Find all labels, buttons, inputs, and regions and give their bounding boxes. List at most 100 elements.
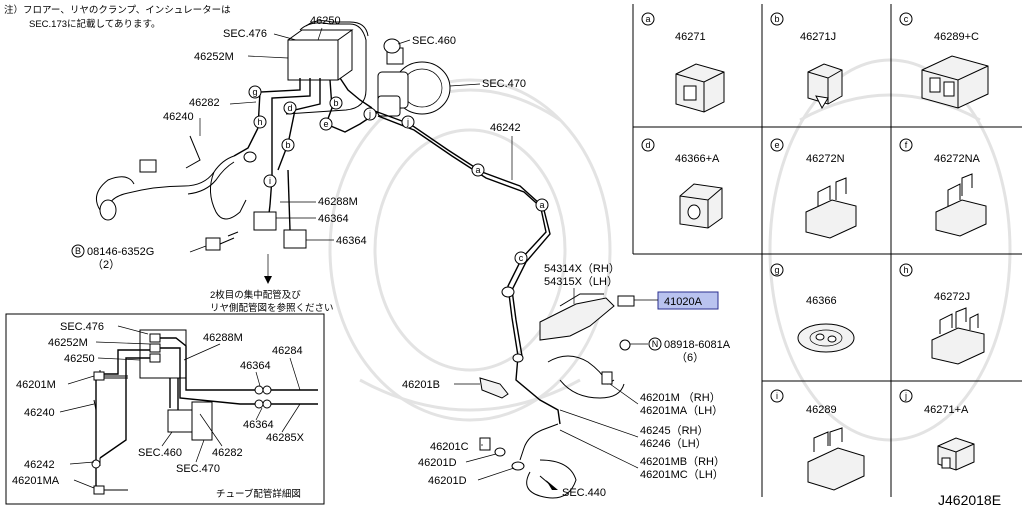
marker-g: g [248,85,262,99]
label-note2-line2: リヤ側配管図を参照ください [210,302,334,314]
svg-text:b: b [285,140,290,150]
label-nut-qty: （6） [676,351,704,364]
label-46364-b: 46364 [336,235,367,247]
grid-cell-f: f 46272NA [899,138,987,237]
clip-46364-b [283,229,307,249]
label-bolt-qty: （2） [92,258,120,271]
svg-text:j: j [368,109,371,119]
clip-46201b [479,377,509,399]
detail-label-sec476: SEC.476 [60,321,104,333]
part-icon-46366a [679,183,723,229]
svg-text:c: c [519,253,524,263]
highlight-41020a[interactable] [657,291,719,310]
marker-d: d [283,101,297,115]
label-sec460: SEC.460 [412,35,456,47]
nut-08918 [619,339,631,351]
main-assembly [95,20,635,499]
grid-part-46271: 46271 [675,31,706,43]
detail-label-46240: 46240 [24,407,55,419]
part-icon-46271 [675,63,725,113]
part-icon-46366 [797,323,855,353]
detail-label-sec460: SEC.460 [138,447,182,459]
label-46240: 46240 [163,111,194,123]
watermark-emblem [328,58,1012,442]
svg-text:i: i [269,176,271,186]
grid-part-46289c: 46289+C [934,31,979,43]
svg-text:d: d [287,103,292,113]
clip-46364-a [253,211,277,231]
svg-text:e: e [323,119,328,129]
detail-caption: チューブ配管詳細図 [216,488,301,500]
label-54315x: 54315X（LH） [544,275,618,288]
svg-text:a: a [645,14,650,24]
svg-text:e: e [774,140,779,150]
svg-text:a: a [475,165,480,175]
detail-label-46282: 46282 [212,447,243,459]
header-note-line1: 注）フロアー、リヤのクランプ、インシュレーターは [4,4,231,16]
label-46201d-a: 46201D [418,457,457,469]
marker-c: c [514,251,528,265]
detail-label-sec470: SEC.470 [176,463,220,475]
grid-cell-a: a 46271 [641,12,725,113]
marker-b1: b [281,138,295,152]
detail-label-46364-b: 46364 [243,419,274,431]
label-46252m: 46252M [194,51,234,63]
svg-text:g: g [774,265,779,275]
parts-grid: a 46271 b 46271J c 46289+C d 46366+A [632,4,1022,497]
svg-text:j: j [904,391,907,401]
svg-text:b: b [774,14,779,24]
marker-j2: j [401,115,415,129]
label-46242: 46242 [490,122,521,134]
svg-text:c: c [904,14,909,24]
label-41020a: 41020A [664,296,703,308]
label-46201m-rh: 46201M （RH） [640,391,721,404]
bracket-54314x [539,297,615,341]
svg-text:g: g [252,87,257,97]
svg-text:i: i [776,391,778,401]
bolt-b-icon [71,244,85,258]
label-46201d-b: 46201D [428,475,467,487]
grid-part-46289: 46289 [806,404,837,416]
grid-cell-b: b 46271J [770,12,843,110]
grid-part-46366: 46366 [806,295,837,307]
abs-actuator [287,39,339,81]
bolt-41020a [617,295,635,307]
label-sec440: SEC.440 [562,487,606,499]
part-icon-46272na [935,199,987,237]
marker-a1: a [471,163,485,177]
label-46250: 46250 [310,15,341,27]
part-icon-46289 [807,447,865,491]
label-46201c: 46201C [430,441,469,453]
label-46201mb: 46201MB（RH） [640,455,725,468]
label-54314x: 54314X（RH） [544,262,620,275]
grid-part-46272j: 46272J [934,291,970,303]
svg-text:h: h [903,265,908,275]
svg-text:N: N [652,339,659,349]
header-note-line2: SEC.173に記載してあります。 [29,18,161,30]
grid-part-46272n: 46272N [806,153,845,165]
detail-label-46364-a: 46364 [240,360,271,372]
detail-label-46242: 46242 [24,459,55,471]
label-sec476: SEC.476 [223,28,267,40]
part-icon-46272j [931,327,985,365]
grid-part-46272na: 46272NA [934,153,981,165]
marker-j1: j [363,107,377,121]
part-icon-46289c [921,55,989,109]
main-labels: SEC.476 46250 SEC.460 46252M SEC.470 462… [71,15,731,499]
part-icon-46272n [805,199,857,239]
grid-cell-h: h 46272J [899,263,985,365]
label-note2-line1: 2枚目の集中配管及び [210,289,301,301]
detail-frame [5,313,325,505]
svg-text:a: a [539,200,544,210]
part-icon-46271j [807,63,843,105]
grid-cell-d: d 46366+A [641,138,723,229]
diagram-id: J462018E [938,492,1001,508]
nut-n-icon [648,337,662,351]
svg-text:d: d [645,140,650,150]
marker-h: h [253,115,267,129]
label-sec470: SEC.470 [482,78,526,90]
grid-cell-g: g 46366 [770,263,855,353]
detail-label-46252m: 46252M [48,337,88,349]
grid-part-46366a: 46366+A [675,153,720,165]
